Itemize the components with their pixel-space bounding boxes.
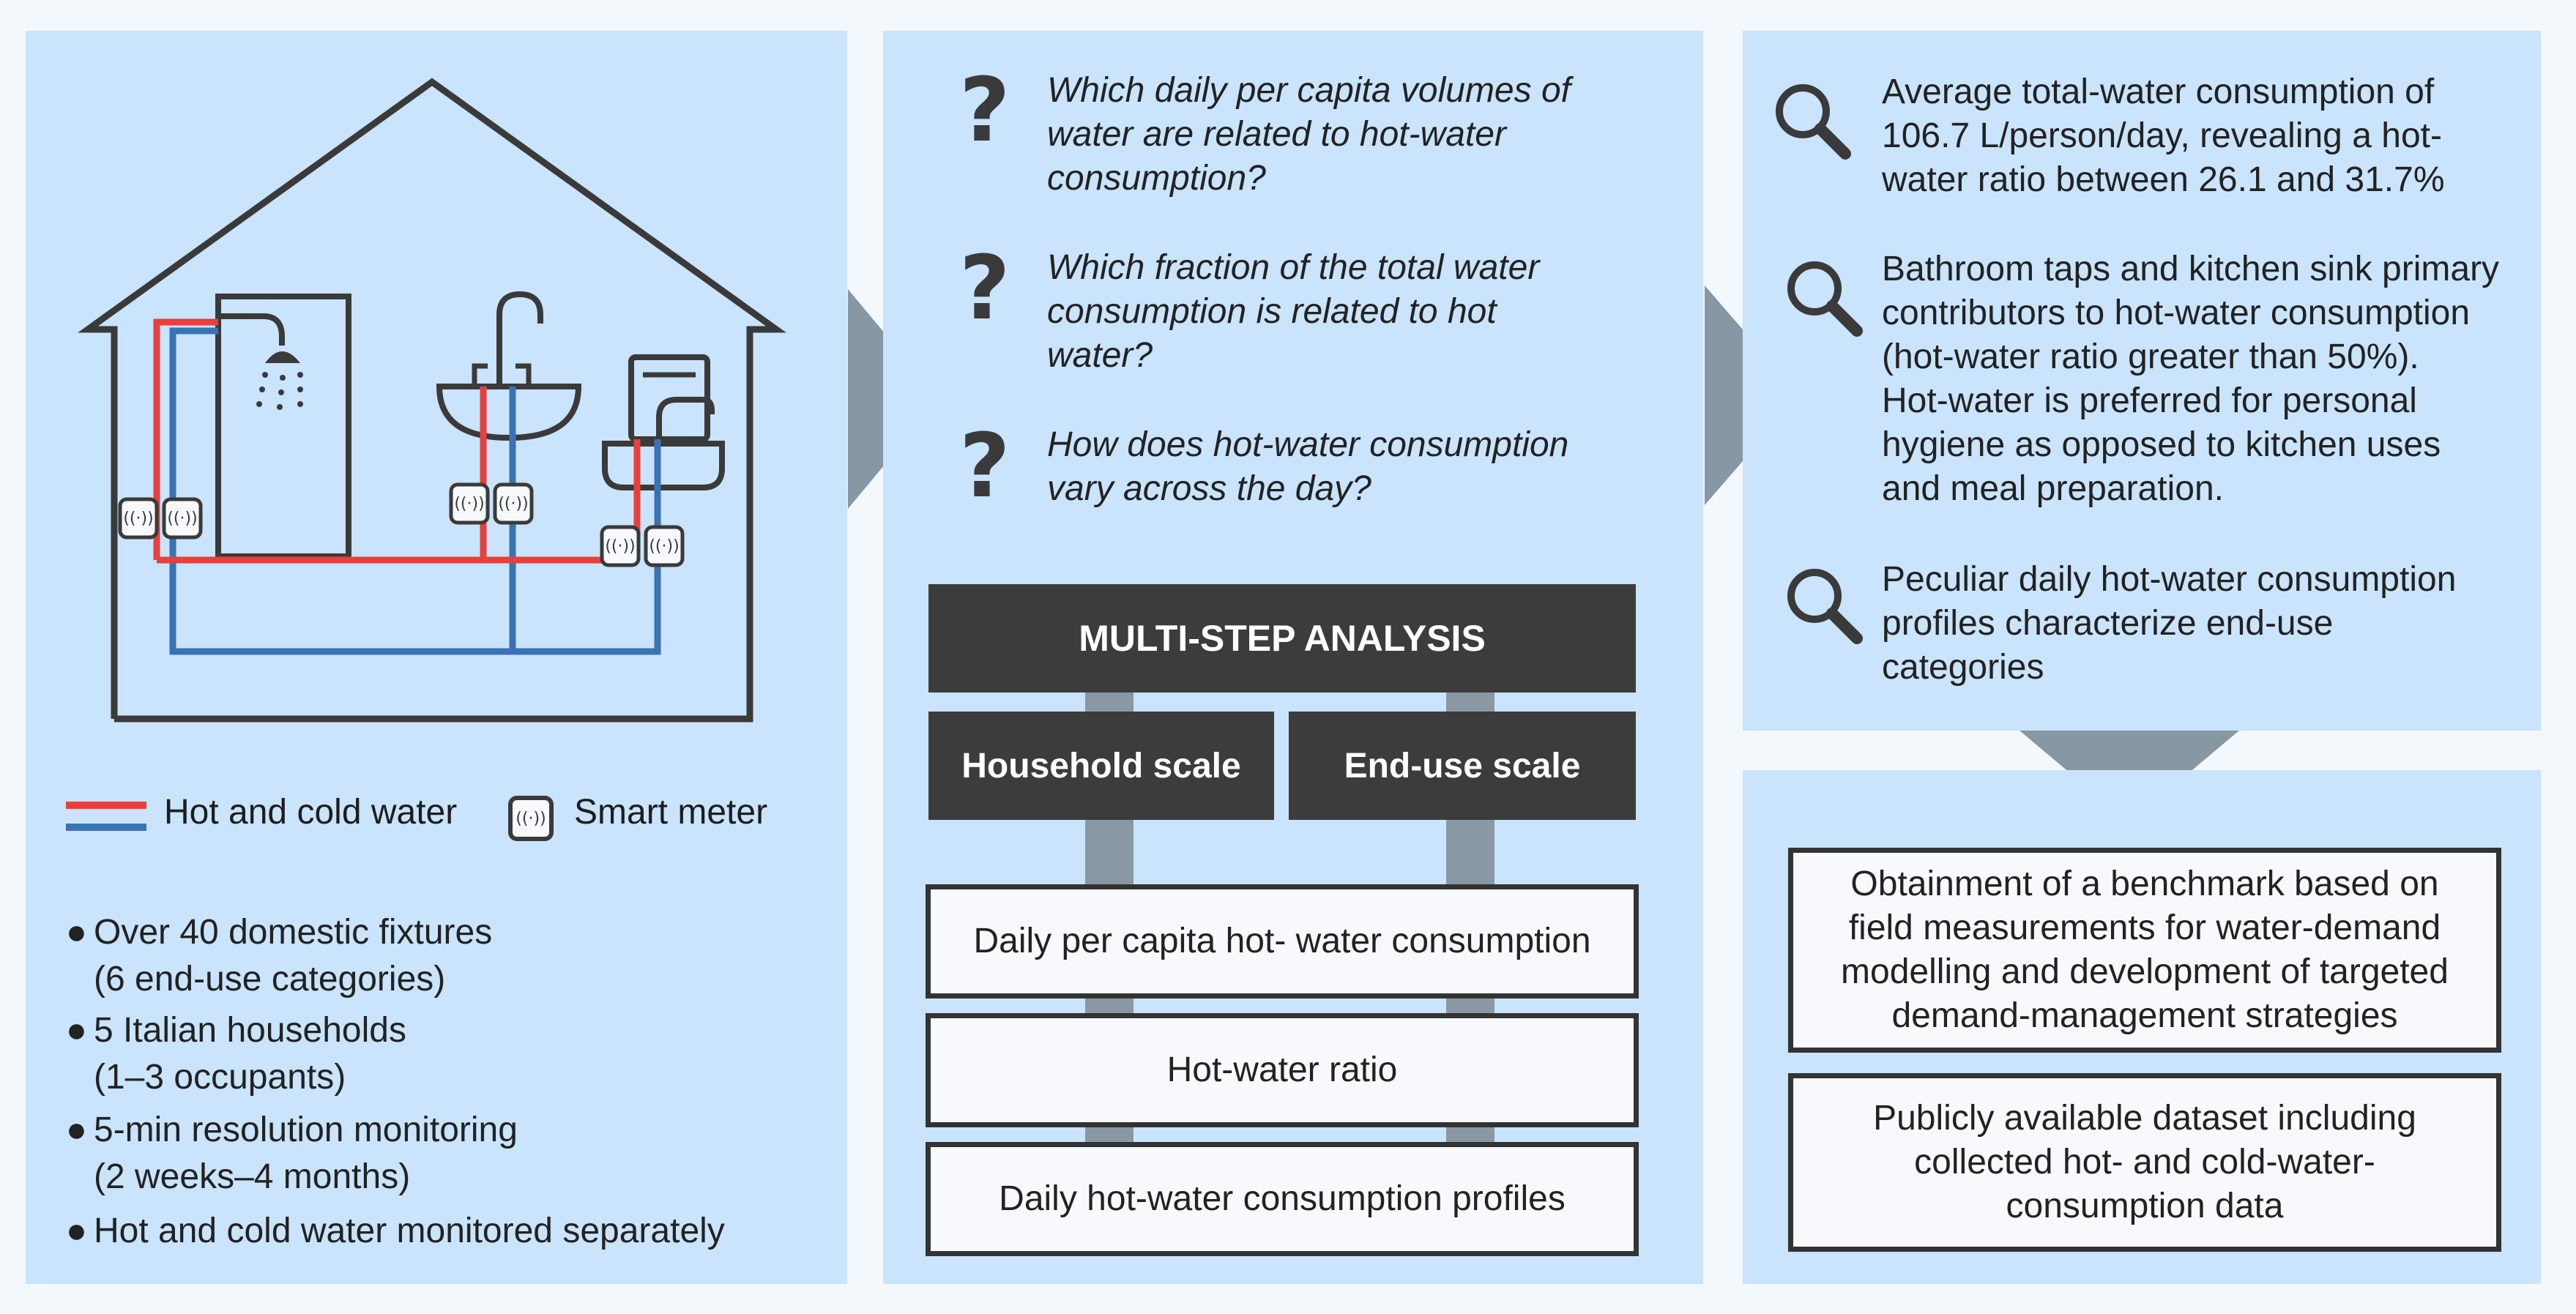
pipes-legend-icon [66, 802, 146, 831]
left-panel [26, 31, 847, 1284]
meter-glyph: ((·)) [515, 809, 546, 828]
svg-text:((·)): ((·)) [498, 495, 528, 513]
finding-text: Peculiar daily hot-water consumption pro… [1882, 560, 2457, 687]
house-outline [78, 78, 786, 723]
output-box: Daily hot-water consumption profiles [926, 1142, 1639, 1256]
end-use-scale-label: End-use scale [1289, 712, 1636, 820]
fact-item: ● 5 Italian households (1–3 occupants) [66, 1007, 842, 1101]
fact-line: (2 weeks–4 months) [94, 1157, 411, 1196]
finding-text: Average total-water consumption of 106.7… [1882, 72, 2445, 199]
house-illustration: ((·)) ((·)) ((·)) ((·)) ((·)) ((·)) [78, 78, 786, 723]
output-box: Daily per capita hot- water consumption [926, 884, 1639, 998]
magnifier-icon [1787, 261, 1863, 337]
fact-item: ● Hot and cold water monitored separatel… [66, 1208, 842, 1255]
outcome-box: Obtainment of a benchmark based on field… [1788, 848, 2501, 1053]
outcome-box: Publicly available dataset including col… [1788, 1073, 2501, 1252]
shower-head-icon [218, 313, 285, 346]
svg-text:((·)): ((·)) [167, 509, 197, 528]
finding-text: Bathroom taps and kitchen sink primary c… [1882, 250, 2500, 508]
question-text: How does hot-water consumption vary acro… [1047, 425, 1569, 508]
findings-panel [1743, 31, 2541, 731]
fact-line: Over 40 domestic fixtures [94, 913, 493, 952]
legend-pipes-label: Hot and cold water [164, 793, 458, 832]
fact-line: (1–3 occupants) [94, 1058, 346, 1097]
fact-line: Hot and cold water monitored separately [94, 1212, 725, 1250]
svg-text:((·)): ((·)) [454, 495, 484, 513]
svg-text:((·)): ((·)) [605, 537, 635, 556]
output-box: Hot-water ratio [926, 1013, 1639, 1127]
legend-meter-icon: ((·)) [508, 796, 554, 841]
fact-item: ● 5-min resolution monitoring (2 weeks–4… [66, 1107, 842, 1201]
question-text: Which fraction of the total water consum… [1047, 248, 1540, 375]
legend-meter-label: Smart meter [574, 793, 768, 832]
bathroom-sink-icon [436, 384, 582, 441]
question-icon: ? [959, 416, 1010, 518]
svg-text:((·)): ((·)) [123, 509, 153, 528]
svg-text:((·)): ((·)) [649, 537, 679, 556]
magnifier-icon [1787, 569, 1863, 644]
question-text: Which daily per capita volumes of water … [1047, 71, 1571, 198]
shower-cabin [215, 294, 351, 559]
kitchen-sink-icon [602, 441, 725, 490]
smart-meter-icon [118, 482, 685, 567]
household-scale-label: Household scale [928, 712, 1274, 820]
fact-item: ● Over 40 domestic fixtures (6 end-use c… [66, 909, 842, 1003]
analysis-title: MULTI-STEP ANALYSIS [928, 584, 1636, 693]
fact-line: 5-min resolution monitoring [94, 1110, 518, 1149]
fact-line: 5 Italian households [94, 1011, 406, 1050]
question-icon: ? [959, 60, 1010, 162]
question-icon: ? [959, 238, 1010, 340]
magnifier-icon [1776, 84, 1851, 160]
fact-line: (6 end-use categories) [94, 960, 446, 998]
